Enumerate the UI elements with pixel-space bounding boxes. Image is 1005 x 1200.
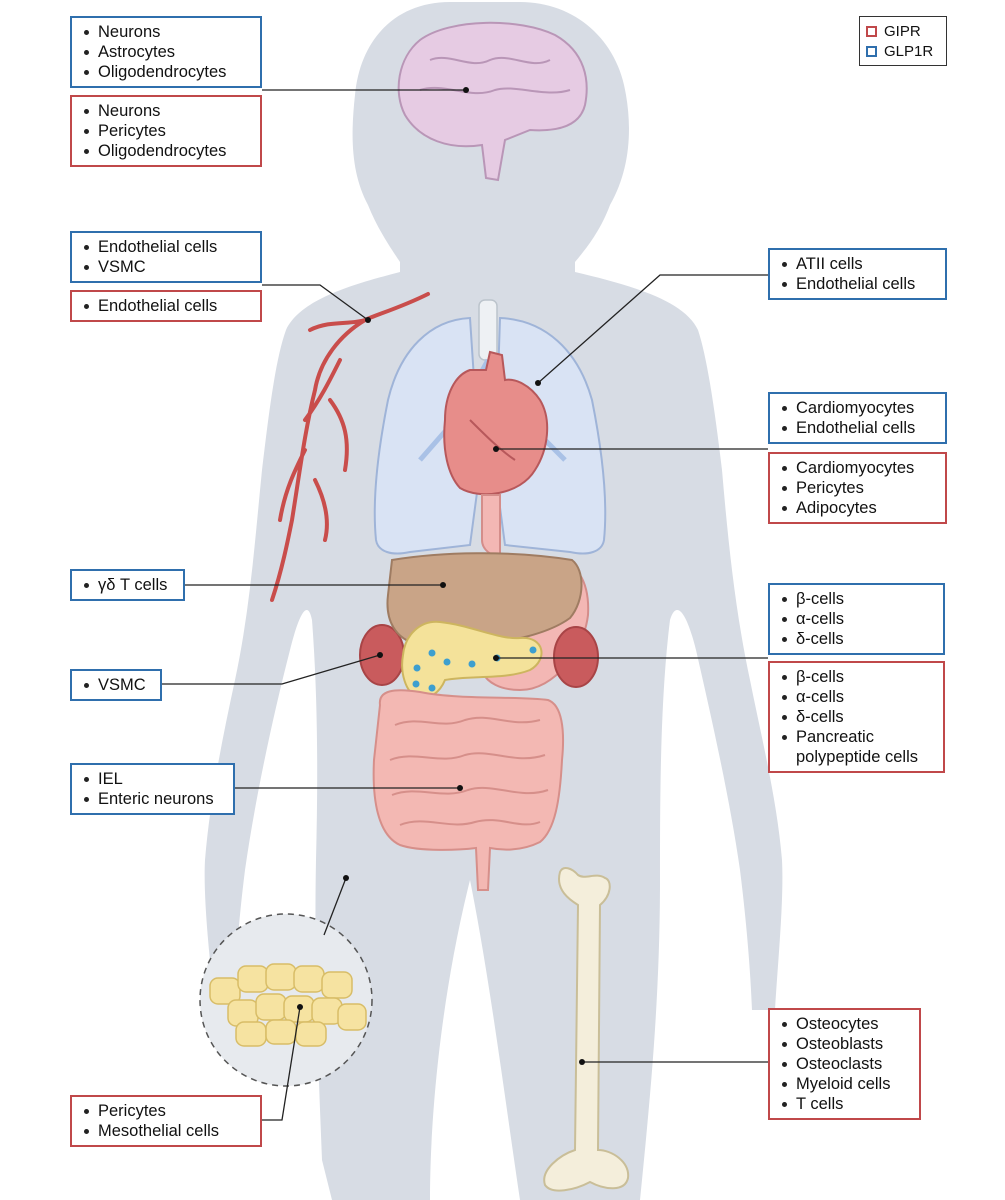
cell-type-label: Myeloid cells	[780, 1074, 909, 1094]
legend-label: GLP1R	[884, 43, 933, 60]
gipr-swatch-icon	[866, 26, 877, 37]
legend-item-glp1r: GLP1R	[866, 41, 940, 61]
cell-type-label: VSMC	[82, 675, 150, 695]
cell-type-label: Pericytes	[780, 478, 935, 498]
cell-type-label: Enteric neurons	[82, 789, 223, 809]
cell-type-label: ATII cells	[780, 254, 935, 274]
cell-type-label: Neurons	[82, 22, 250, 42]
pancreas-glp1r-box: β-cells α-cells δ-cells	[768, 583, 945, 655]
legend: GIPR GLP1R	[859, 16, 947, 66]
cell-type-label: Osteocytes	[780, 1014, 909, 1034]
cell-type-label: Oligodendrocytes	[82, 141, 250, 161]
cell-type-label: VSMC	[82, 257, 250, 277]
brain-glp1r-box: Neurons Astrocytes Oligodendrocytes	[70, 16, 262, 88]
legend-label: GIPR	[884, 23, 921, 40]
cell-type-label: Osteoblasts	[780, 1034, 909, 1054]
cell-type-label: Astrocytes	[82, 42, 250, 62]
kidney-glp1r-box: VSMC	[70, 669, 162, 701]
cell-type-label: Endothelial cells	[780, 418, 935, 438]
vessel-gipr-box: Endothelial cells	[70, 290, 262, 322]
pancreas-gipr-box: β-cells α-cells δ-cells Pancreatic polyp…	[768, 661, 945, 773]
cell-type-label: β-cells	[780, 667, 933, 687]
right-kidney-graphic	[554, 627, 598, 687]
cell-type-label: IEL	[82, 769, 223, 789]
cell-type-label: Adipocytes	[780, 498, 935, 518]
bone-gipr-box: Osteocytes Osteoblasts Osteoclasts Myelo…	[768, 1008, 921, 1120]
cell-type-label: Endothelial cells	[82, 296, 250, 316]
liver-glp1r-box: γδ T cells	[70, 569, 185, 601]
cell-type-label: Cardiomyocytes	[780, 398, 935, 418]
legend-item-gipr: GIPR	[866, 21, 940, 41]
cell-type-label: T cells	[780, 1094, 909, 1114]
cell-type-label: δ-cells	[780, 707, 933, 727]
heart-gipr-box: Cardiomyocytes Pericytes Adipocytes	[768, 452, 947, 524]
cell-type-label: α-cells	[780, 687, 933, 707]
cell-type-label: Neurons	[82, 101, 250, 121]
vessel-glp1r-box: Endothelial cells VSMC	[70, 231, 262, 283]
cell-type-label: Pericytes	[82, 121, 250, 141]
intestine-glp1r-box: IEL Enteric neurons	[70, 763, 235, 815]
lung-glp1r-box: ATII cells Endothelial cells	[768, 248, 947, 300]
cell-type-label: γδ T cells	[82, 575, 173, 595]
cell-type-label: β-cells	[780, 589, 933, 609]
adipose-gipr-box: Pericytes Mesothelial cells	[70, 1095, 262, 1147]
cell-type-label-continued: polypeptide cells	[780, 747, 933, 767]
cell-type-label: Oligodendrocytes	[82, 62, 250, 82]
glp1r-swatch-icon	[866, 46, 877, 57]
brain-gipr-box: Neurons Pericytes Oligodendrocytes	[70, 95, 262, 167]
cell-type-label: Pericytes	[82, 1101, 250, 1121]
adipose-tissue-graphic	[200, 914, 372, 1086]
cell-type-label: α-cells	[780, 609, 933, 629]
cell-type-label: Pancreatic	[780, 727, 933, 747]
cell-type-label: Endothelial cells	[780, 274, 935, 294]
cell-type-label: Osteoclasts	[780, 1054, 909, 1074]
heart-glp1r-box: Cardiomyocytes Endothelial cells	[768, 392, 947, 444]
cell-type-label: δ-cells	[780, 629, 933, 649]
cell-type-label: Mesothelial cells	[82, 1121, 250, 1141]
cell-type-label: Cardiomyocytes	[780, 458, 935, 478]
cell-type-label: Endothelial cells	[82, 237, 250, 257]
